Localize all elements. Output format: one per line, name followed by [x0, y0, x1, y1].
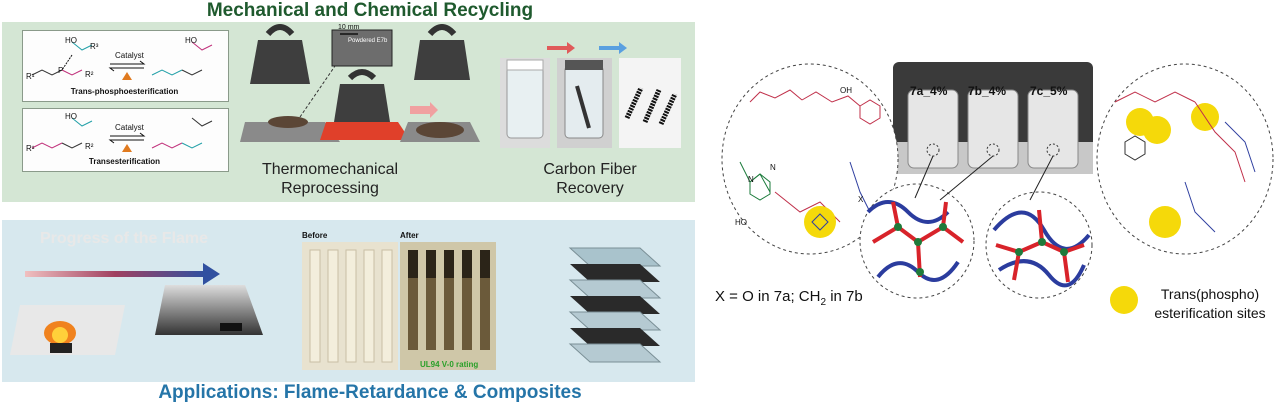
before-label: Before [302, 231, 328, 240]
carbon-fiber-caption-line1: Carbon Fiber [543, 161, 637, 178]
section-title-applications: Applications: Flame-Retardance & Composi… [158, 382, 582, 403]
r3-label-1: R³ [90, 42, 99, 51]
p-label-1: P [58, 66, 64, 75]
sites-legend-line2: esterification sites [1154, 305, 1266, 321]
section-title-recycling: Mechanical and Chemical Recycling [206, 0, 534, 21]
sites-legend-line1: Trans(phospho) [1160, 286, 1260, 302]
carbon-fiber-caption-line2: Recovery [556, 180, 624, 197]
x-definition-prefix: X = O in 7a; CH [715, 288, 821, 305]
powder-label: Powdered E7b [348, 38, 388, 44]
network-circle-7b [985, 191, 1093, 299]
thermomechanical-illustration [240, 24, 480, 142]
catalyst-label-1: Catalyst [115, 51, 144, 60]
structure-circle-right [1096, 63, 1274, 255]
carbon-fiber-illustration [500, 42, 681, 148]
vial-pointer-arrows [914, 155, 1054, 201]
x-definition-suffix: in 7b [826, 288, 863, 305]
struct-letter-n1: N [748, 175, 754, 184]
ho-label-1b: HO [185, 36, 197, 45]
struct-letter-ho: HO [735, 218, 747, 227]
trans-scheme [31, 117, 213, 152]
struct-letter-oh: OH [840, 86, 852, 95]
trans-phospho-scheme [31, 41, 213, 80]
r1-label-1: R¹ [26, 72, 35, 81]
trans-phosphoesterification-box [22, 30, 229, 102]
ho-label-2: HO [65, 112, 77, 121]
x-definition-subscript: 2 [820, 297, 827, 308]
struct-letter-n2: N [770, 163, 776, 172]
structure-circle-left [721, 63, 899, 255]
before-strips [309, 249, 393, 363]
vial-label-7b: 7b_4% [968, 84, 1007, 98]
after-label: After [400, 231, 419, 240]
catalyst-label-2: Catalyst [115, 123, 144, 132]
scale-bar-label: 10 mm [338, 24, 360, 31]
trans-phospho-label: Trans-phosphoesterification [70, 87, 179, 96]
vials [893, 89, 1093, 174]
ul94-rating-label: UL94 V-0 rating [420, 360, 479, 369]
transesterification-label: Transesterification [88, 157, 161, 166]
r2-label-1: R² [85, 70, 94, 79]
after-strips [408, 250, 490, 350]
flame-progress-illustration [10, 263, 263, 355]
struct-letter-x1: X [858, 195, 864, 204]
progress-of-flame-label: Progress of the Flame [40, 230, 209, 247]
r2-label-2: R² [85, 142, 94, 151]
thermomechanical-caption-line1: Thermomechanical [261, 161, 399, 178]
esterification-site-legend-dot [1110, 286, 1138, 314]
vial-label-7c: 7c_5% [1030, 84, 1068, 98]
x-definition-label: X = O in 7a; CH2 in 7b [715, 288, 863, 308]
ho-label-1a: HO [65, 36, 77, 45]
vial-label-7a: 7a_4% [910, 84, 948, 98]
network-circle-7a [859, 183, 975, 299]
r1-label-2: R¹ [26, 144, 35, 153]
thermomechanical-caption-line2: Reprocessing [281, 180, 379, 197]
composite-stack-illustration [568, 247, 662, 363]
